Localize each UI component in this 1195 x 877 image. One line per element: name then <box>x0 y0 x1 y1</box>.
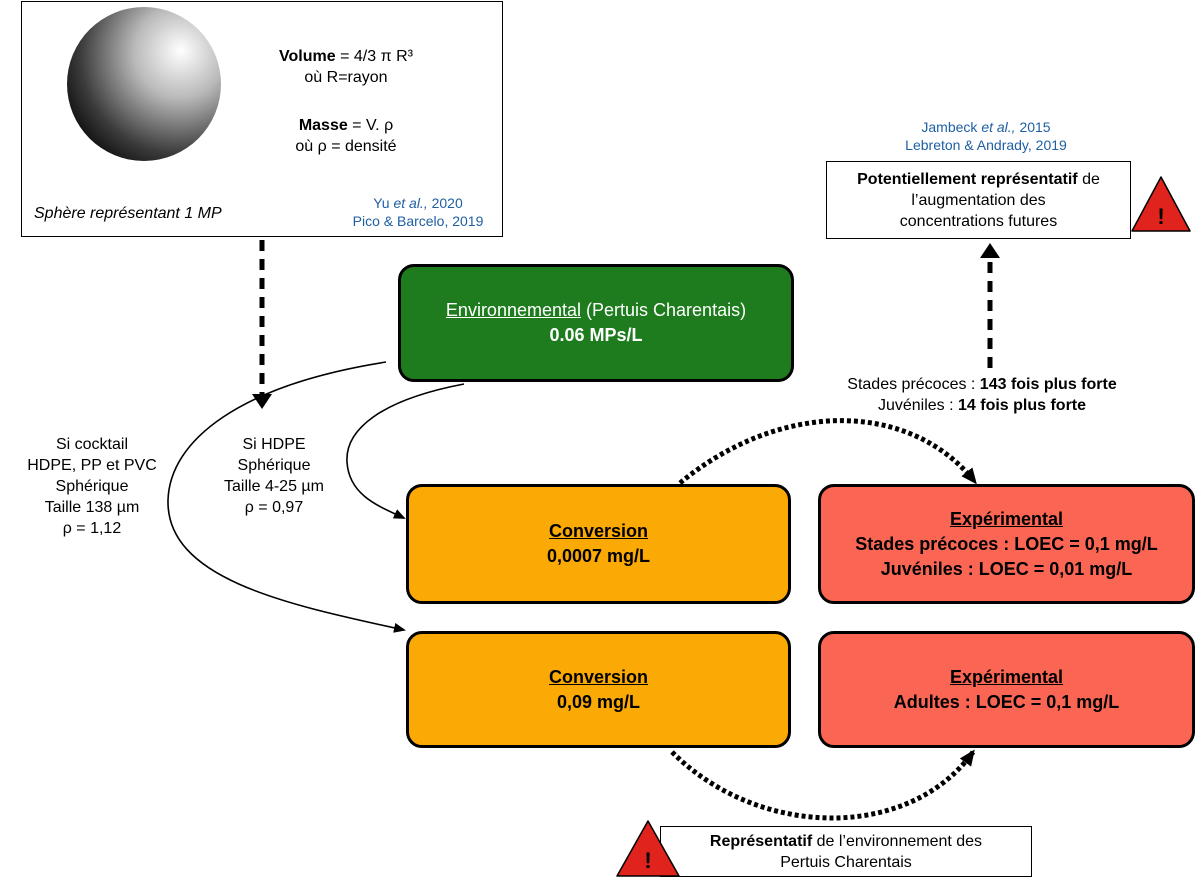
ref-yu-year: 2020 <box>427 195 463 211</box>
experimental-box-2: Expérimental Adultes : LOEC = 0,1 mg/L <box>818 631 1195 748</box>
future-box-line3: concentrations futures <box>899 212 1058 230</box>
ref-pico: Pico & Barcelo, 2019 <box>352 213 484 229</box>
label-cocktail-line4: Taille 138 µm <box>44 499 140 516</box>
dotted-arc-bottom <box>670 749 976 821</box>
mass-note: où ρ = densité <box>295 138 397 155</box>
dashed-arrow-future-head <box>980 243 1000 258</box>
label-hdpe-line3: Taille 4-25 µm <box>224 478 324 495</box>
experimental-1-title: Expérimental <box>949 508 1064 529</box>
future-box-bold: Potentiellement représentatif <box>857 170 1078 188</box>
volume-label: Volume <box>279 48 336 65</box>
conversion-1-title: Conversion <box>548 521 649 541</box>
experimental-1-early-stages: Stades précoces : LOEC = 0,1 mg/L <box>855 533 1158 554</box>
label-cocktail: Si cocktail HDPE, PP et PVC Sphérique Ta… <box>12 434 172 539</box>
curve-to-conversion-1 <box>346 383 465 519</box>
environmental-box: Environnemental (Pertuis Charentais) 0.0… <box>398 264 794 382</box>
future-box-line2: l’augmentation des <box>911 191 1046 209</box>
label-hdpe: Si HDPE Sphérique Taille 4-25 µm ρ = 0,9… <box>214 434 334 518</box>
bottom-box-bold: Représentatif <box>709 832 813 850</box>
label-hdpe-line2: Sphérique <box>237 457 311 474</box>
comparison-text: Stades précoces : 143 fois plus forte Ju… <box>812 374 1152 416</box>
conversion-box-2: Conversion 0,09 mg/L <box>406 631 791 748</box>
warning-bottom-glyph: ! <box>644 848 651 873</box>
sphere-panel: Volume = 4/3 π R³ où R=rayon Masse = V. … <box>21 1 503 237</box>
environmental-value: 0.06 MPs/L <box>549 325 643 345</box>
comparison-early-factor: 143 fois plus forte <box>979 376 1117 393</box>
mass-expression: = V. ρ <box>347 117 394 134</box>
experimental-2-adults: Adultes : LOEC = 0,1 mg/L <box>893 691 1120 712</box>
bottom-box-rest: de l’environnement des <box>812 832 983 850</box>
dotted-arc-top <box>678 418 977 485</box>
curve-to-conversion-2 <box>167 361 406 633</box>
label-cocktail-line1: Si cocktail <box>55 436 129 453</box>
warning-triangle-top: ! <box>1131 176 1191 232</box>
label-hdpe-line4: ρ = 0,97 <box>244 499 304 516</box>
ref-yu-author: Yu <box>373 195 394 211</box>
future-box-rest: de <box>1077 170 1100 188</box>
environmental-location: (Pertuis Charentais) <box>581 300 747 320</box>
label-cocktail-line5: ρ = 1,12 <box>62 520 122 537</box>
comparison-juvenile-factor: 14 fois plus forte <box>958 397 1087 414</box>
environmental-title: Environnemental <box>445 300 582 320</box>
sphere-illustration <box>67 7 221 161</box>
conversion-box-1: Conversion 0,0007 mg/L <box>406 484 791 604</box>
bottom-box-line2: Pertuis Charentais <box>780 853 912 871</box>
label-cocktail-line2: HDPE, PP et PVC <box>27 457 157 474</box>
future-references: Jambeck et al., 2015 Lebreton & Andrady,… <box>866 118 1106 154</box>
bottom-box: Représentatif de l’environnement des Per… <box>660 826 1032 877</box>
ref-jambeck-author: Jambeck <box>921 119 982 135</box>
ref-yu-etal: et al., <box>393 195 428 211</box>
experimental-2-title: Expérimental <box>949 666 1064 687</box>
conversion-2-title: Conversion <box>548 666 649 687</box>
label-cocktail-line3: Sphérique <box>55 478 129 495</box>
ref-lebreton: Lebreton & Andrady, 2019 <box>905 137 1067 153</box>
experimental-1-juveniles: Juvéniles : LOEC = 0,01 mg/L <box>880 558 1133 579</box>
warning-top-glyph: ! <box>1157 204 1164 229</box>
conversion-2-value: 0,09 mg/L <box>556 691 641 712</box>
experimental-box-1: Expérimental Stades précoces : LOEC = 0,… <box>818 484 1195 604</box>
volume-expression: = 4/3 π R³ <box>335 48 413 65</box>
mass-label: Masse <box>298 117 348 134</box>
ref-jambeck-year: 2015 <box>1015 119 1051 135</box>
comparison-early-prefix: Stades précoces : <box>847 376 980 393</box>
mass-formula: Masse = V. ρ où ρ = densité <box>236 115 456 157</box>
comparison-juvenile-prefix: Juvéniles : <box>877 397 958 414</box>
sphere-references: Yu et al., 2020 Pico & Barcelo, 2019 <box>330 194 506 230</box>
warning-triangle-bottom: ! <box>616 820 680 877</box>
sphere-caption: Sphère représentant 1 MP <box>34 205 222 222</box>
future-box: Potentiellement représentatif de l’augme… <box>826 161 1131 239</box>
volume-formula: Volume = 4/3 π R³ où R=rayon <box>236 46 456 88</box>
ref-jambeck-etal: et al., <box>981 119 1016 135</box>
conversion-1-value: 0,0007 mg/L <box>546 546 651 566</box>
label-hdpe-line1: Si HDPE <box>242 436 306 453</box>
volume-note: où R=rayon <box>304 69 388 86</box>
